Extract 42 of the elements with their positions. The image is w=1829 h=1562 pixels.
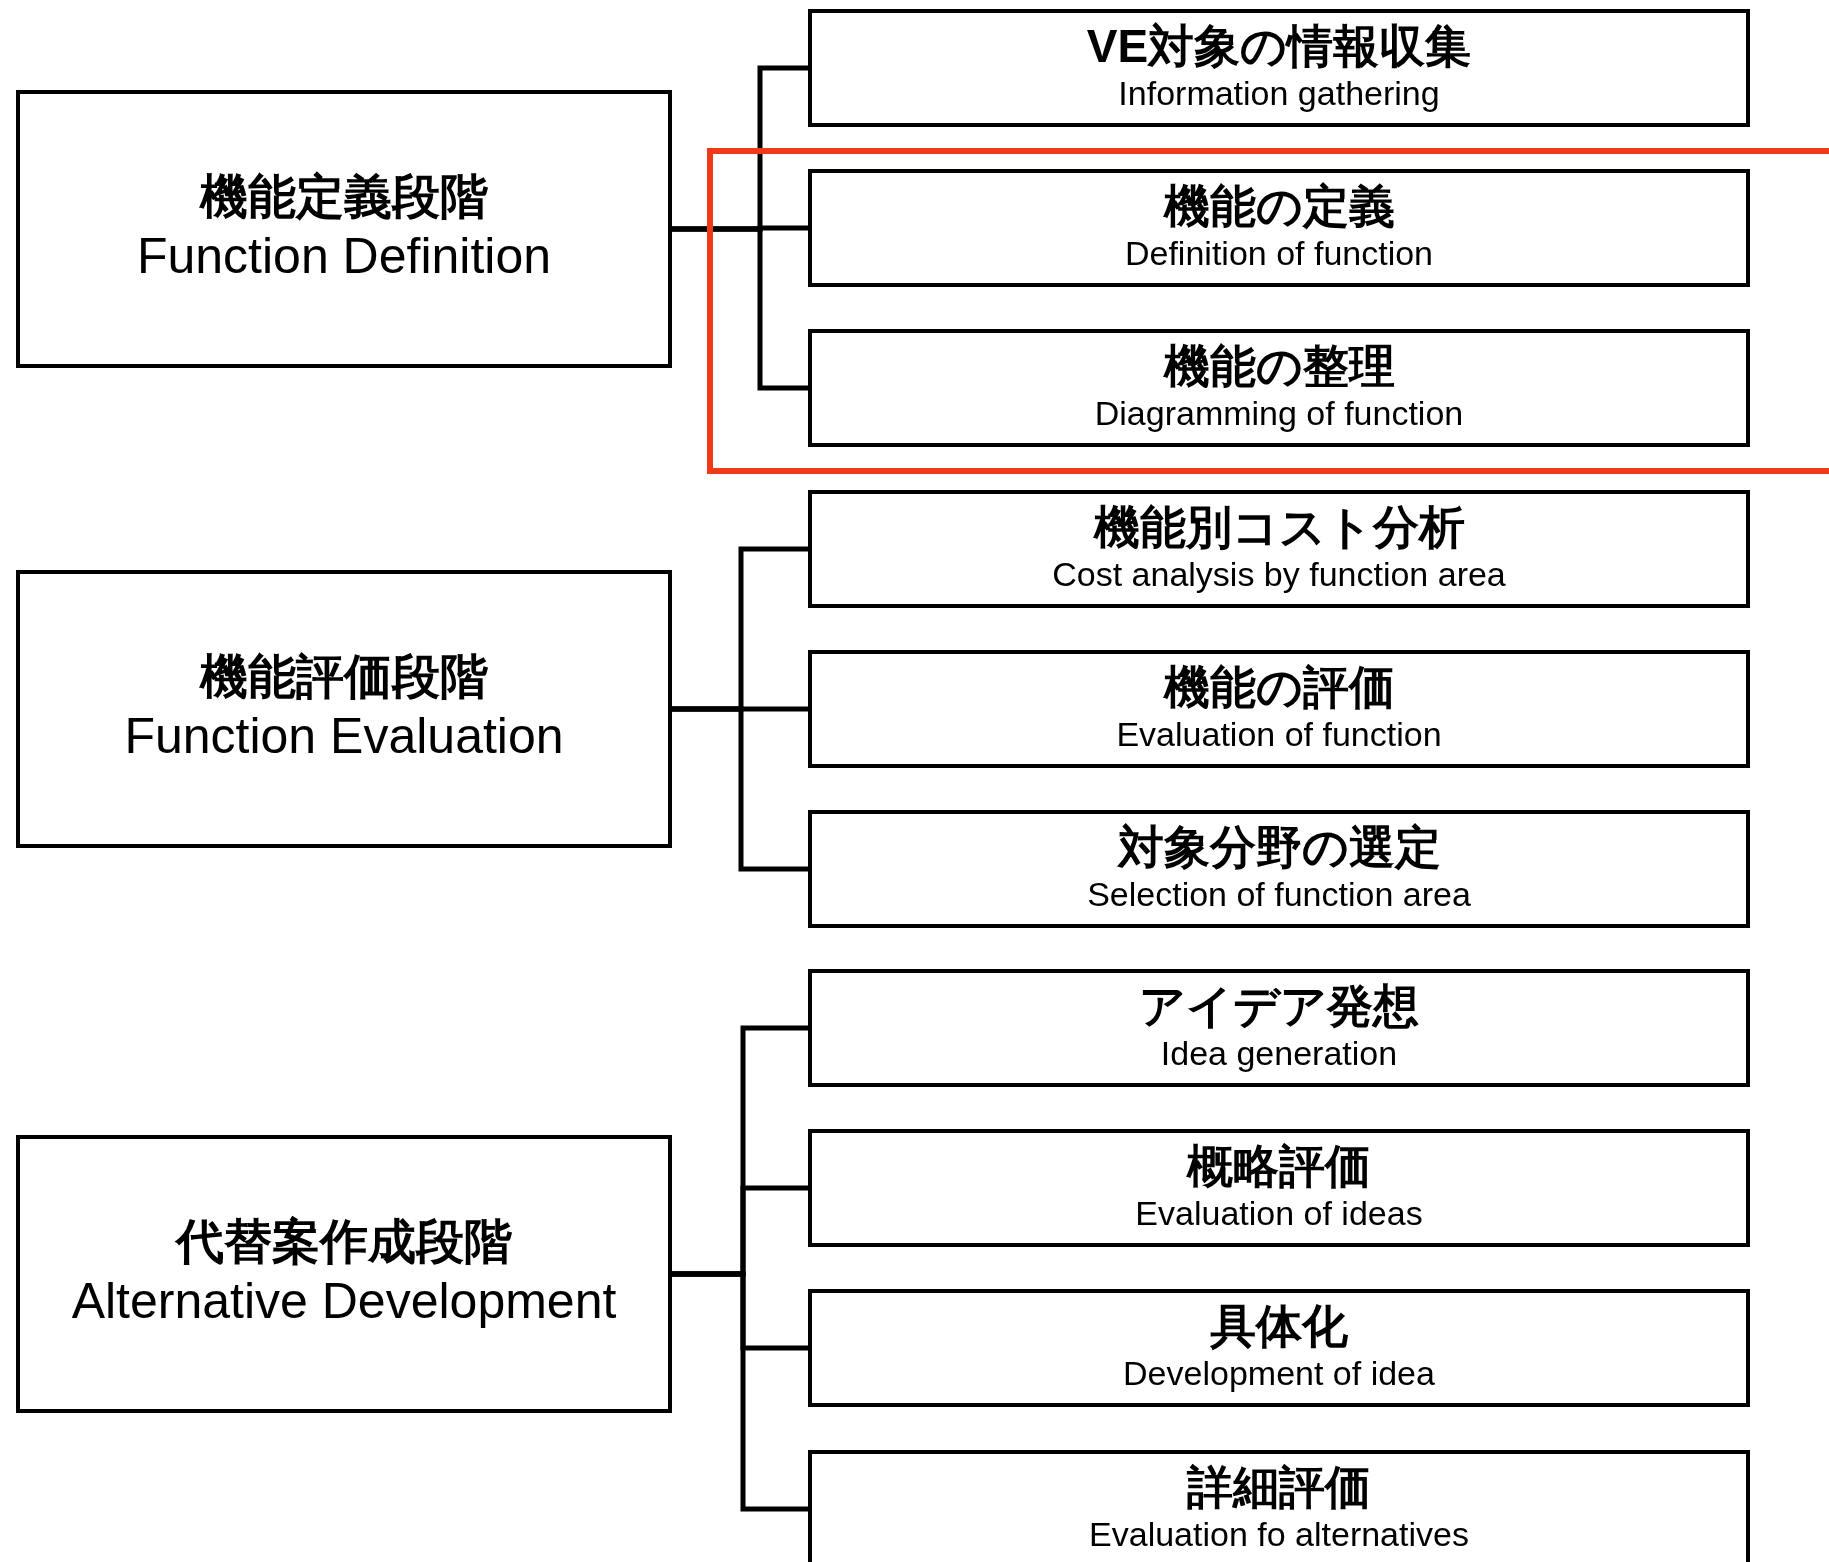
process-box xyxy=(16,570,672,848)
box-title: 概略評価 xyxy=(1187,1141,1371,1193)
process-box xyxy=(808,9,1750,127)
box-subtitle: Definition of function xyxy=(1124,233,1434,275)
box-subtitle: Evaluation of ideas xyxy=(1135,1193,1423,1235)
box-subtitle: Alternative Development xyxy=(70,1272,618,1332)
box-subtitle: Idea generation xyxy=(1160,1033,1398,1075)
process-box xyxy=(808,1450,1750,1562)
box-subtitle: Selection of function area xyxy=(1087,874,1471,916)
process-box xyxy=(808,1289,1750,1407)
box-subtitle: Cost analysis by function area xyxy=(1052,554,1506,596)
connector-line xyxy=(672,706,808,872)
process-box xyxy=(808,650,1750,768)
process-box xyxy=(808,969,1750,1087)
connector-line xyxy=(672,226,808,391)
box-subtitle: Function Evaluation xyxy=(123,707,565,767)
process-box xyxy=(16,90,672,368)
box-title: 機能評価段階 xyxy=(200,648,488,705)
box-title: 対象分野の選定 xyxy=(1117,822,1441,874)
box-title: 代替案作成段階 xyxy=(176,1213,512,1270)
box-title: 具体化 xyxy=(1210,1301,1348,1353)
box-title: 機能の定義 xyxy=(1163,181,1395,233)
box-subtitle: Development of idea xyxy=(1123,1353,1435,1395)
box-subtitle: Function Definition xyxy=(135,227,553,287)
box-title: 詳細評価 xyxy=(1187,1462,1371,1514)
box-title: アイデア発想 xyxy=(1139,981,1419,1033)
box-title: VE対象の情報収集 xyxy=(1086,21,1472,73)
process-box xyxy=(16,1135,672,1413)
box-title: 機能別コスト分析 xyxy=(1093,502,1465,554)
process-box xyxy=(808,810,1750,928)
process-box xyxy=(808,329,1750,447)
box-title: 機能定義段階 xyxy=(200,168,488,225)
connector-line xyxy=(672,1271,808,1512)
box-title: 機能の整理 xyxy=(1163,341,1395,393)
box-subtitle: Diagramming of function xyxy=(1094,393,1464,435)
process-box xyxy=(808,169,1750,287)
box-title: 機能の評価 xyxy=(1163,662,1395,714)
process-box xyxy=(808,1129,1750,1247)
box-subtitle: Evaluation fo alternatives xyxy=(1089,1514,1469,1556)
box-subtitle: Information gathering xyxy=(1118,73,1440,115)
box-subtitle: Evaluation of function xyxy=(1116,714,1442,756)
process-box xyxy=(808,490,1750,608)
